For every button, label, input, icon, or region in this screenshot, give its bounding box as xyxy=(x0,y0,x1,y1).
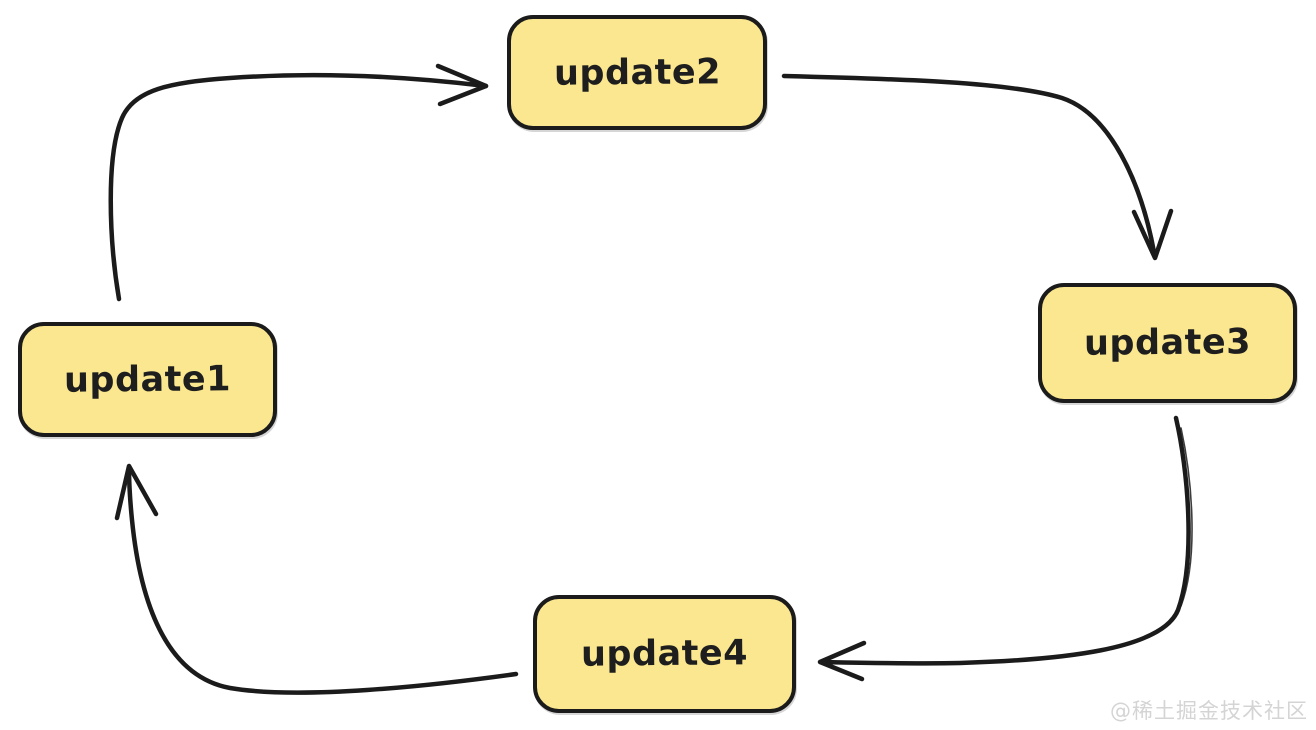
node-update3-label: update3 xyxy=(1083,322,1252,364)
node-update4-label: update4 xyxy=(580,633,749,675)
node-update2-label: update2 xyxy=(553,51,721,94)
node-update1-label: update1 xyxy=(63,358,232,401)
watermark: @稀土掘金技术社区 xyxy=(1110,699,1308,723)
node-update2: update2 xyxy=(507,15,767,130)
arrow-update4-to-update1 xyxy=(114,463,519,695)
node-update1: update1 xyxy=(18,322,277,437)
node-update3: update3 xyxy=(1038,283,1297,403)
arrow-update3-to-update4 xyxy=(817,415,1193,682)
arrow-update1-to-update2 xyxy=(108,63,489,302)
node-update4: update4 xyxy=(533,595,796,713)
arrow-update2-to-update3 xyxy=(781,73,1174,261)
